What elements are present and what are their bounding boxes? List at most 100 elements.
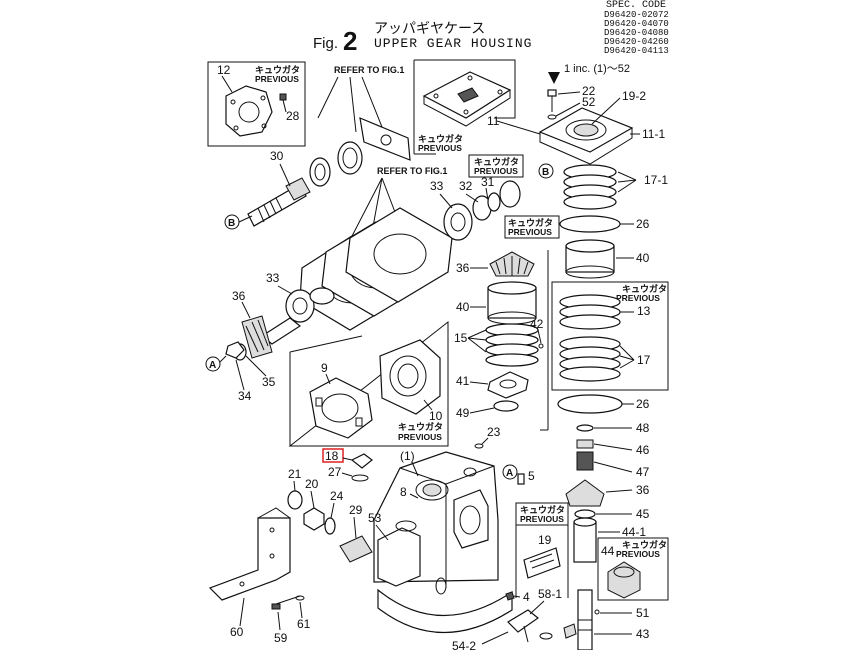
bearing-33-top: 33 32 [430, 179, 521, 241]
label-47: 47 [636, 465, 650, 479]
svg-text:キュウガタ: キュウガタ [398, 421, 443, 432]
circle-b-left: B [224, 214, 253, 230]
label-23: 23 [487, 425, 501, 439]
label-30: 30 [270, 149, 284, 163]
bevel-gear-36-mid: 36 [456, 251, 535, 277]
spec-code-5: D96420-04113 [604, 46, 669, 56]
gasket-plate [359, 117, 411, 161]
bearing-33-left: 33 [266, 271, 335, 323]
box-tag-jp: キュウガタ [255, 64, 300, 75]
o-ring-26-top [559, 215, 621, 233]
cover-tag-jp: キュウガタ [418, 133, 463, 144]
inc-note: 1 inc. (1)～52 [564, 63, 630, 75]
svg-text:B: B [228, 218, 235, 229]
label-52: 52 [582, 95, 596, 109]
label-21: 21 [288, 467, 302, 481]
label-19: 19 [538, 533, 552, 547]
label-11-1: 11-1 [642, 127, 665, 141]
circle-b-right: B [538, 163, 554, 179]
label-54-2: 54-2 [452, 639, 476, 650]
svg-text:キュウガタ: キュウガタ [622, 283, 667, 294]
label-33-top: 33 [430, 179, 444, 193]
fig-prefix: Fig. [313, 35, 338, 52]
part-18-highlighted: 18 27 [322, 448, 373, 482]
label-46: 46 [636, 443, 650, 457]
spec-title: SPEC. CODE [606, 0, 666, 11]
label-61: 61 [297, 617, 311, 631]
label-26-top: 26 [636, 217, 650, 231]
svg-text:キュウガタ: キュウガタ [474, 156, 519, 167]
svg-text:A: A [506, 468, 513, 479]
spec-code-block: SPEC. CODE D96420-02072 D96420-04070 D96… [604, 0, 669, 56]
label-58-1: 58-1 [538, 587, 562, 601]
carrier-9-shape [309, 377, 373, 439]
svg-text:PREVIOUS: PREVIOUS [520, 514, 564, 524]
label-18: 18 [325, 449, 339, 463]
previous-box-rings-13-17: キュウガタ PREVIOUS 13 17 [551, 281, 669, 391]
bracket-60: 60 59 61 [208, 507, 311, 645]
fig-title-jp: アッパギヤケース [374, 20, 485, 36]
label-5: 5 [528, 469, 535, 483]
screw-28 [279, 93, 287, 101]
label-34: 34 [238, 389, 252, 403]
right-stack: 48 46 47 36 45 44-1 [565, 421, 650, 563]
previous-box-cover-11: 11 キュウガタ PREVIOUS [413, 59, 541, 155]
label-36-left: 36 [232, 289, 246, 303]
label-17: 17 [637, 353, 651, 367]
label-35: 35 [262, 375, 276, 389]
label-44: 44 [601, 544, 615, 558]
label-59: 59 [274, 631, 288, 645]
bearing-40-right: 40 [565, 239, 650, 279]
label-24: 24 [330, 489, 344, 503]
svg-text:PREVIOUS: PREVIOUS [616, 549, 660, 559]
label-10: 10 [429, 409, 443, 423]
bearing-40-mid: 40 [456, 281, 537, 325]
label-32: 32 [459, 179, 473, 193]
spec-code-1: D96420-02072 [604, 10, 669, 20]
label-29: 29 [349, 503, 363, 517]
label-40-right: 40 [636, 251, 650, 265]
spec-code-4: D96420-04260 [604, 37, 669, 47]
plug-parts-left: 21 20 24 29 53 [287, 467, 389, 563]
washer-49: 49 [456, 400, 519, 420]
label-8: 8 [400, 485, 407, 499]
label-27: 27 [328, 465, 342, 479]
label-44-1: 44-1 [622, 525, 646, 539]
label-36-mid: 36 [456, 261, 470, 275]
label-42: 42 [530, 317, 544, 331]
fig-number: 2 [343, 26, 357, 56]
label-51: 51 [636, 606, 650, 620]
plate-12-shape [225, 85, 273, 137]
cover-11-1-assembly: 22 52 19-2 11-1 [538, 84, 665, 165]
refer-note-top: REFER TO FIG.1 [334, 65, 404, 75]
svg-text:PREVIOUS: PREVIOUS [616, 293, 660, 303]
label-33-left: 33 [266, 271, 280, 285]
label-48: 48 [636, 421, 650, 435]
label-13: 13 [637, 304, 651, 318]
fig-title-en: UPPER GEAR HOUSING [374, 36, 532, 51]
bevel-gear-36-left: 36 35 34 [225, 289, 302, 403]
previous-tag-26: キュウガタ PREVIOUS [504, 215, 560, 239]
svg-text:PREVIOUS: PREVIOUS [398, 432, 442, 442]
nut-41: 41 [456, 371, 529, 399]
svg-text:B: B [542, 167, 549, 178]
ring-stack-15: 15 42 [454, 317, 544, 367]
previous-box-44: 44 キュウガタ PREVIOUS [597, 537, 669, 601]
carrier-10-shape [379, 339, 441, 415]
label-22: 22 [582, 84, 596, 98]
label-31: 31 [481, 175, 495, 189]
refer-note-mid: REFER TO FIG.1 [377, 166, 447, 176]
label-28: 28 [286, 109, 300, 123]
cover-tag-en: PREVIOUS [418, 143, 462, 153]
arrow-icon [548, 72, 560, 84]
box-tag-en: PREVIOUS [255, 74, 299, 84]
spec-code-3: D96420-04080 [604, 28, 669, 38]
label-41: 41 [456, 374, 470, 388]
svg-text:PREVIOUS: PREVIOUS [508, 227, 552, 237]
label-43: 43 [636, 627, 650, 641]
label-11: 11 [487, 114, 500, 128]
gear-housing-1: (1) 8 23 5 [373, 425, 535, 634]
label-49: 49 [456, 406, 470, 420]
svg-text:キュウガタ: キュウガタ [508, 217, 553, 228]
